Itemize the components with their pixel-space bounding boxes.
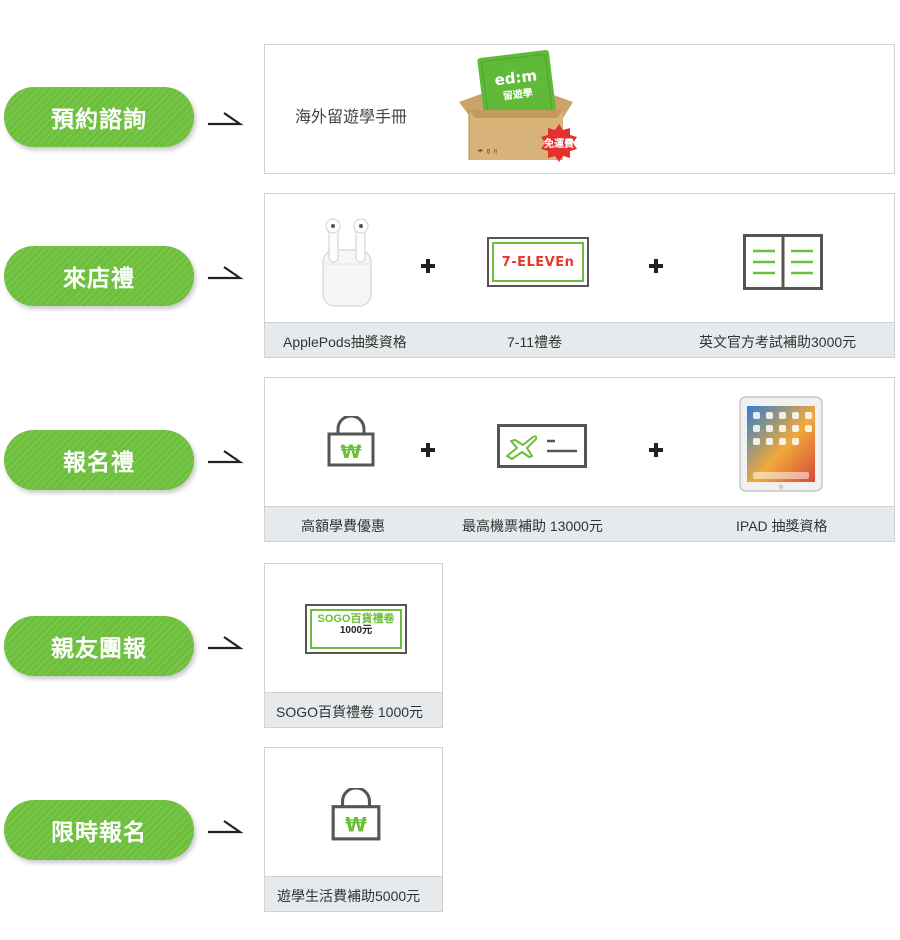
signup-pill[interactable]: 報名禮 (4, 430, 194, 490)
living-subsidy-caption: 遊學生活費補助5000元 (277, 888, 421, 904)
arrow-right-icon (208, 266, 244, 280)
handbook-text: 海外留遊學手冊 (295, 109, 408, 126)
arrow-right-icon (208, 820, 244, 834)
ipad-icon (739, 396, 823, 492)
handbook-box-icon: ed:m 留遊學 ☂ ⚱ ‼ 免運費 (459, 49, 577, 162)
visit-pill[interactable]: 來店禮 (4, 246, 194, 306)
arrow-right-icon (208, 636, 244, 650)
friend-pill[interactable]: 親友團報 (4, 616, 194, 676)
svg-text:₩: ₩ (345, 814, 367, 837)
sogo-gift-card: SOGO百貨禮卷 1000元 SOGO百貨禮卷 1000元 (264, 563, 443, 728)
plus-icon (648, 258, 664, 274)
won-bag-icon: ₩ (327, 416, 375, 467)
airfare-subsidy-caption: 最高機票補助 13000元 (462, 518, 603, 534)
book-logo-text: ed:m (494, 66, 538, 89)
plus-icon (648, 442, 664, 458)
plus-icon (420, 442, 436, 458)
svg-text:☂ ⚱ ‼: ☂ ⚱ ‼ (477, 148, 497, 156)
arrow-right-icon (208, 112, 244, 126)
7-eleven-caption: 7-11禮卷 (507, 334, 562, 350)
free-shipping-badge: 免運費 (544, 137, 574, 150)
voucher-amount: 1000元 (339, 625, 373, 637)
living-subsidy-caption-bar: 遊學生活費補助5000元 (265, 876, 442, 911)
sogo-caption: SOGO百貨禮卷 1000元 (276, 704, 424, 720)
7-eleven-logo-text: 7-ELEVEn (501, 254, 575, 270)
consult-pill[interactable]: 預約諮詢 (4, 87, 194, 147)
book-logo-subtext: 留遊學 (502, 86, 533, 103)
won-bag-icon: ₩ (331, 788, 381, 841)
sogo-voucher-icon: SOGO百貨禮卷 1000元 (305, 604, 407, 654)
svg-text:₩: ₩ (341, 441, 362, 463)
airpods-icon (322, 218, 372, 307)
sogo-caption-bar: SOGO百貨禮卷 1000元 (265, 692, 442, 727)
limited-pill[interactable]: 限時報名 (4, 800, 194, 860)
arrow-right-icon (208, 450, 244, 464)
plus-icon (420, 258, 436, 274)
ipad-caption: IPAD 抽獎資格 (736, 518, 828, 534)
tuition-discount-caption: 高額學費優惠 (301, 518, 385, 534)
handbook-card: 海外留遊學手冊 ed:m 留遊學 ☂ ⚱ ‼ 免運費 (264, 44, 895, 174)
plane-ticket-icon (497, 424, 587, 468)
voucher-title: SOGO百貨禮卷 (317, 613, 395, 625)
7-eleven-card-icon: 7-ELEVEn (487, 237, 589, 287)
open-book-icon (743, 234, 823, 290)
exam-subsidy-caption: 英文官方考試補助3000元 (699, 334, 857, 350)
visit-gift-captions: ApplePods抽獎資格 7-11禮卷 英文官方考試補助3000元 (265, 322, 894, 357)
airpods-caption: ApplePods抽獎資格 (283, 334, 407, 350)
signup-gift-card: ₩ 高額學費優惠 最高機票補助 13000元 IPAD 抽獎資格 (264, 377, 895, 542)
living-subsidy-card: ₩ 遊學生活費補助5000元 (264, 747, 443, 912)
signup-gift-captions: 高額學費優惠 最高機票補助 13000元 IPAD 抽獎資格 (265, 506, 894, 541)
visit-gift-card: 7-ELEVEn ApplePods抽獎資格 7-11禮卷 英文官方考試補助30… (264, 193, 895, 358)
